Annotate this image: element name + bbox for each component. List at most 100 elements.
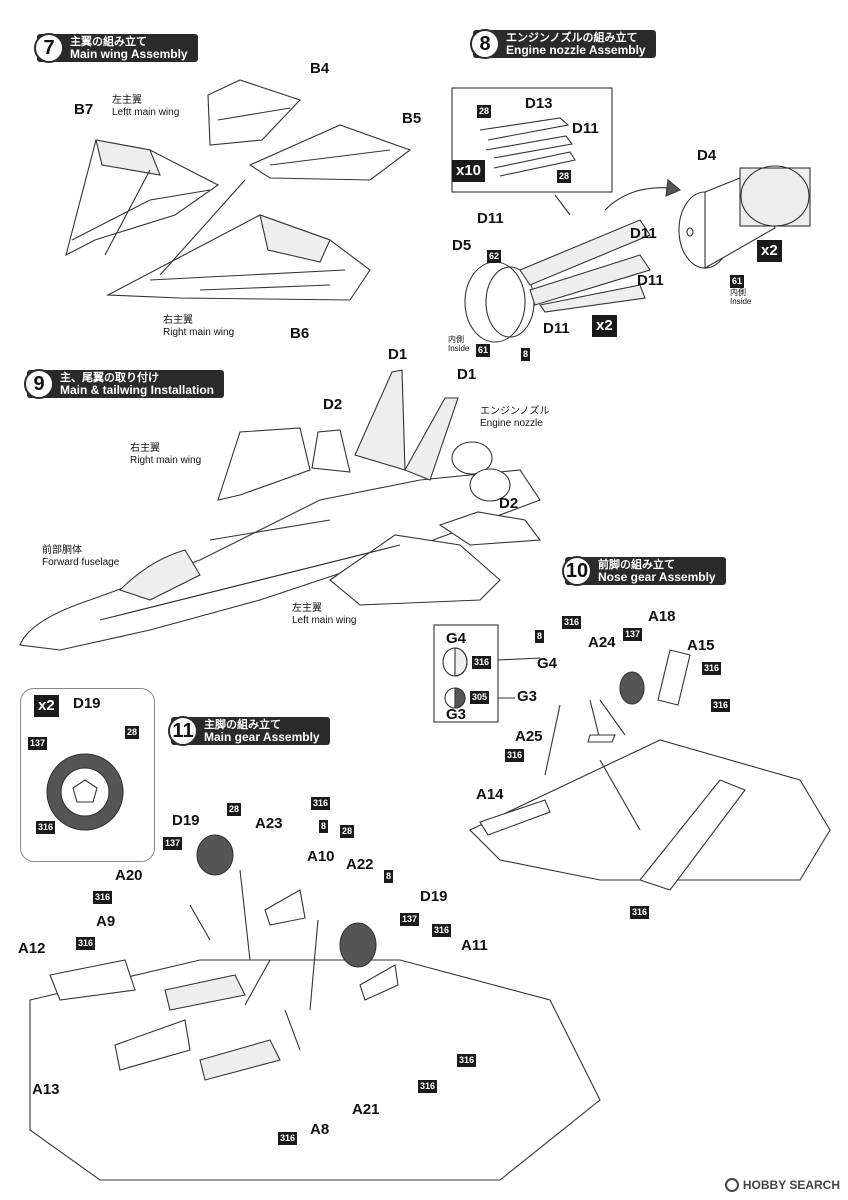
part-g3: G3 [517, 688, 538, 705]
color-code: 62 [487, 250, 502, 263]
part-d11: D11 [572, 120, 599, 137]
step-number: 10 [562, 556, 592, 586]
part-d11: D11 [630, 225, 657, 242]
part-b7: B7 [74, 101, 94, 118]
part-a12: A12 [18, 940, 46, 957]
step-title-jp: 前脚の組み立て [598, 559, 675, 571]
part-d11: D11 [477, 210, 504, 227]
color-code: 316 [702, 662, 722, 675]
multiply-badge: x10 [452, 160, 486, 182]
color-code: 8 [384, 870, 394, 883]
color-code: 28 [477, 105, 492, 118]
part-g4: G4 [446, 630, 467, 647]
watermark-text: HOBBY SEARCH [742, 1178, 840, 1192]
part-a8: A8 [310, 1121, 330, 1138]
color-code: 137 [623, 628, 643, 641]
multiply-badge: x2 [757, 240, 782, 262]
part-b5: B5 [402, 110, 422, 127]
part-a9: A9 [96, 913, 116, 930]
color-code: 137 [163, 837, 183, 850]
color-code: 61 [730, 275, 745, 288]
color-code: 316 [36, 821, 56, 834]
part-a15: A15 [687, 637, 715, 654]
color-code: 316 [472, 656, 492, 669]
color-code: 316 [505, 749, 525, 762]
multiply-badge: x2 [592, 315, 617, 337]
color-code: 316 [278, 1132, 298, 1145]
step-title-jp: 主、尾翼の取り付け [60, 372, 159, 384]
part-a14: A14 [476, 786, 504, 803]
step11-maingear-drawing [29, 753, 601, 1181]
part-d11: D11 [637, 272, 664, 289]
step9-aircraft-drawing [19, 369, 542, 651]
step8-nozzle-drawing [451, 87, 811, 343]
step10-nosegear-drawing [433, 624, 831, 891]
color-code: 316 [457, 1054, 477, 1067]
part-d19: D19 [73, 695, 101, 712]
main-wheel-inset [20, 688, 155, 862]
color-code: 61 [476, 344, 491, 357]
multiply-badge: x2 [34, 695, 59, 717]
part-d2: D2 [323, 396, 343, 413]
part-g3: G3 [446, 706, 467, 723]
part-g4: G4 [537, 655, 558, 672]
step-title-jp: エンジンノズルの組み立て [506, 32, 638, 44]
part-a24: A24 [588, 634, 616, 651]
color-code: 316 [630, 906, 650, 919]
part-a22: A22 [346, 856, 374, 873]
color-code: 8 [521, 348, 531, 361]
color-code: 28 [340, 825, 355, 838]
color-code: 316 [76, 937, 96, 950]
color-code: 316 [311, 797, 331, 810]
color-code: 316 [711, 699, 731, 712]
color-code: 316 [93, 891, 113, 904]
hobby-search-watermark: HOBBY SEARCH [724, 1178, 840, 1192]
step-title-en: Main gear Assembly [204, 730, 320, 744]
step-number: 8 [470, 29, 500, 59]
step-title-en: Engine nozzle Assembly [506, 43, 646, 57]
part-d11: D11 [543, 320, 570, 337]
color-code: 28 [557, 170, 572, 183]
step-title-en: Main wing Assembly [70, 47, 188, 61]
color-code: 316 [418, 1080, 438, 1093]
step-number: 9 [24, 369, 54, 399]
step-title-jp: 主脚の組み立て [204, 719, 281, 731]
color-code: 8 [319, 820, 329, 833]
step-title-en: Main & tailwing Installation [60, 383, 215, 397]
color-code: 137 [400, 913, 420, 926]
color-code: 137 [28, 737, 48, 750]
step-number: 11 [168, 716, 198, 746]
part-a10: A10 [307, 848, 335, 865]
part-b6: B6 [290, 325, 310, 342]
step-title-jp: 主翼の組み立て [70, 36, 147, 48]
part-a25: A25 [515, 728, 543, 745]
part-d2: D2 [499, 495, 519, 512]
color-code: 316 [562, 616, 582, 629]
part-d19: D19 [420, 888, 448, 905]
part-d1: D1 [388, 346, 408, 363]
color-code: 8 [535, 630, 545, 643]
part-d19: D19 [172, 812, 200, 829]
part-a18: A18 [648, 608, 676, 625]
part-a11: A11 [461, 937, 488, 954]
step7-wing-drawing [65, 79, 412, 301]
step-title-en: Nose gear Assembly [598, 570, 716, 584]
part-a20: A20 [115, 867, 143, 884]
color-code: 28 [227, 803, 242, 816]
part-a21: A21 [352, 1101, 380, 1118]
part-a23: A23 [255, 815, 283, 832]
